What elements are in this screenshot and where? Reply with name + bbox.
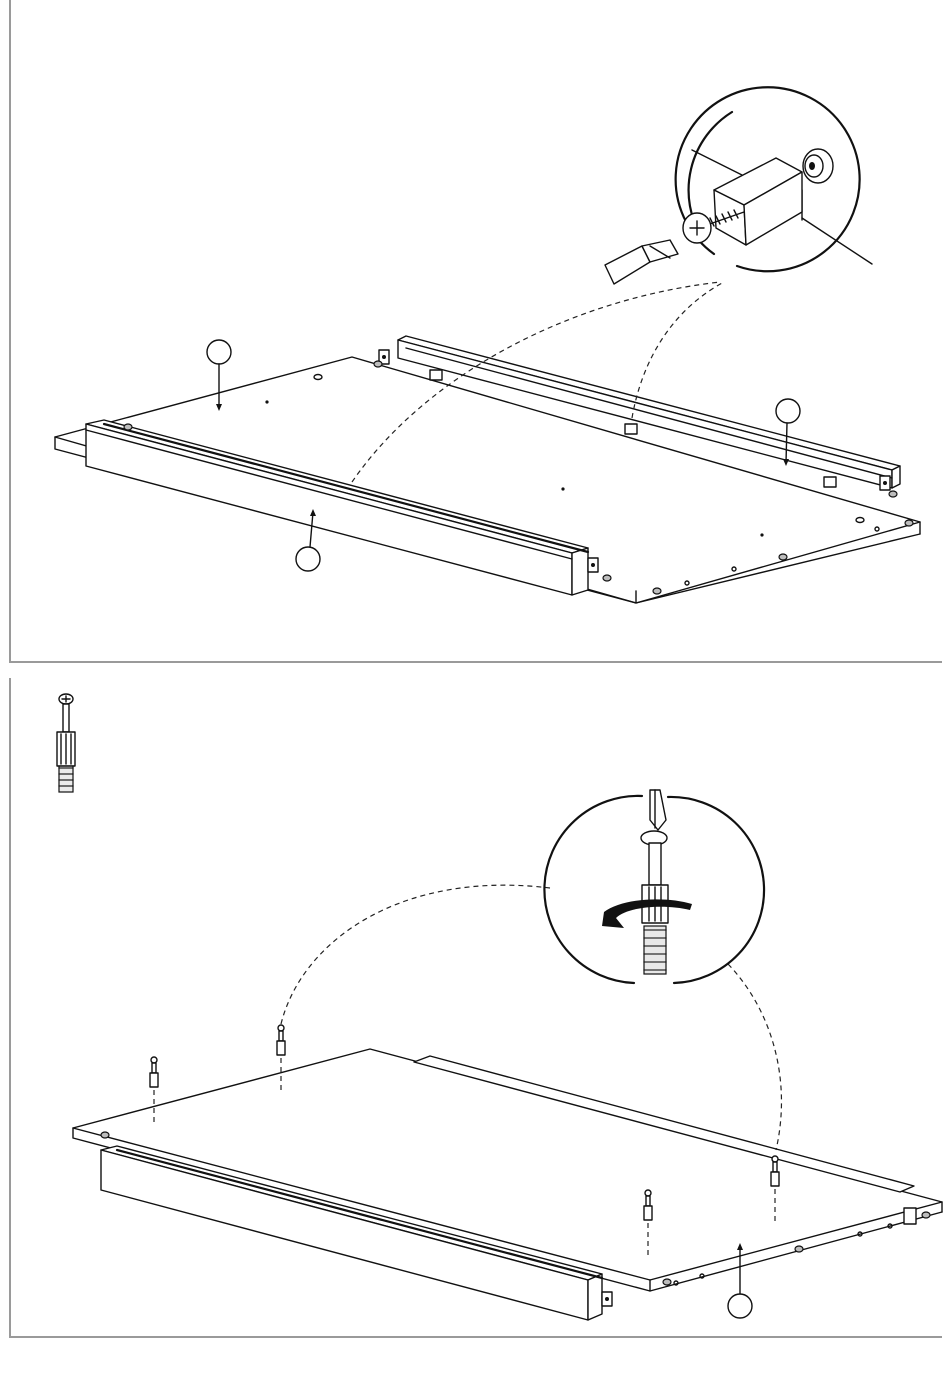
screwdriver-tip-icon	[605, 240, 678, 284]
assembly-step-1-panel	[9, 0, 942, 663]
screwdriver-bit-icon	[650, 790, 666, 830]
detail-screwdriver-magnifier	[544, 790, 764, 983]
leader-dashed-line-2	[632, 282, 724, 418]
assembly-step-2-panel	[9, 678, 942, 1338]
leader-dashed-arc-left	[281, 885, 550, 1024]
cam-bolt-icon	[57, 694, 75, 792]
leader-dashed-arc-right	[728, 964, 781, 1150]
step-2-illustration	[11, 678, 944, 1338]
step-1-illustration	[11, 0, 944, 663]
detail-cam-lock-magnifier	[676, 87, 872, 271]
